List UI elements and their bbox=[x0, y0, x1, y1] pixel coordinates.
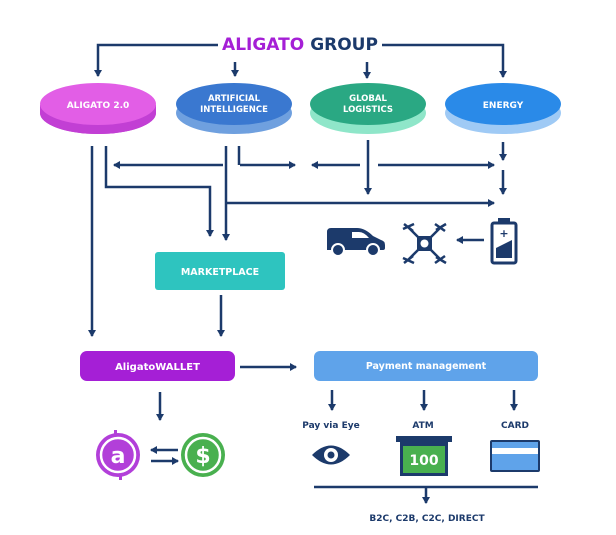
division-label-line2: LOGISTICS bbox=[343, 105, 393, 115]
division-artificial-intelligence: ARTIFICIAL INTELLIGENCE bbox=[176, 83, 292, 134]
payment-management-box: Payment management bbox=[314, 351, 538, 381]
flow-connectors bbox=[88, 140, 538, 504]
header-connectors bbox=[94, 43, 507, 79]
delivery-van-icon bbox=[327, 228, 385, 257]
division-label: ENERGY bbox=[483, 101, 524, 111]
card: CARD bbox=[490, 421, 540, 472]
header-brand: ALIGATO bbox=[222, 35, 304, 55]
aligato-coin-icon: a bbox=[96, 430, 140, 480]
header-group: GROUP bbox=[310, 35, 378, 55]
dollar-coin-icon: $ bbox=[181, 433, 225, 477]
marketplace-box: MARKETPLACE bbox=[155, 252, 285, 290]
card-label: CARD bbox=[501, 421, 529, 431]
atm-value: 100 bbox=[409, 453, 438, 469]
drone-icon bbox=[402, 222, 447, 265]
division-label: ALIGATO 2.0 bbox=[67, 101, 130, 111]
eye-icon bbox=[312, 445, 350, 465]
pay-via-eye: Pay via Eye bbox=[302, 421, 360, 465]
battery-icon: + bbox=[490, 218, 518, 265]
division-aligato-2-0: ALIGATO 2.0 bbox=[40, 83, 156, 134]
division-global-logistics: GLOBAL LOGISTICS bbox=[310, 83, 426, 134]
svg-text:$: $ bbox=[195, 444, 210, 469]
footer-label: B2C, C2B, C2C, DIRECT bbox=[369, 514, 485, 524]
division-energy: ENERGY bbox=[445, 83, 561, 134]
header-title: ALIGATO GROUP bbox=[222, 35, 378, 55]
wallet-label: AligatoWALLET bbox=[115, 362, 200, 373]
atm-label: ATM bbox=[412, 421, 433, 431]
svg-text:+: + bbox=[499, 227, 508, 240]
header: ALIGATO GROUP bbox=[222, 35, 378, 55]
pay-via-eye-label: Pay via Eye bbox=[302, 421, 359, 431]
marketplace-label: MARKETPLACE bbox=[181, 267, 259, 278]
atm-icon: 100 bbox=[396, 436, 452, 476]
aligato-wallet-box: AligatoWALLET bbox=[80, 351, 235, 381]
atm: ATM 100 bbox=[396, 421, 452, 476]
division-label-line2: INTELLIGENCE bbox=[200, 105, 268, 115]
credit-card-icon bbox=[490, 440, 540, 472]
division-label-line1: GLOBAL bbox=[349, 94, 387, 104]
payment-label: Payment management bbox=[366, 361, 487, 372]
svg-text:a: a bbox=[111, 444, 126, 469]
division-label-line1: ARTIFICIAL bbox=[208, 94, 261, 104]
